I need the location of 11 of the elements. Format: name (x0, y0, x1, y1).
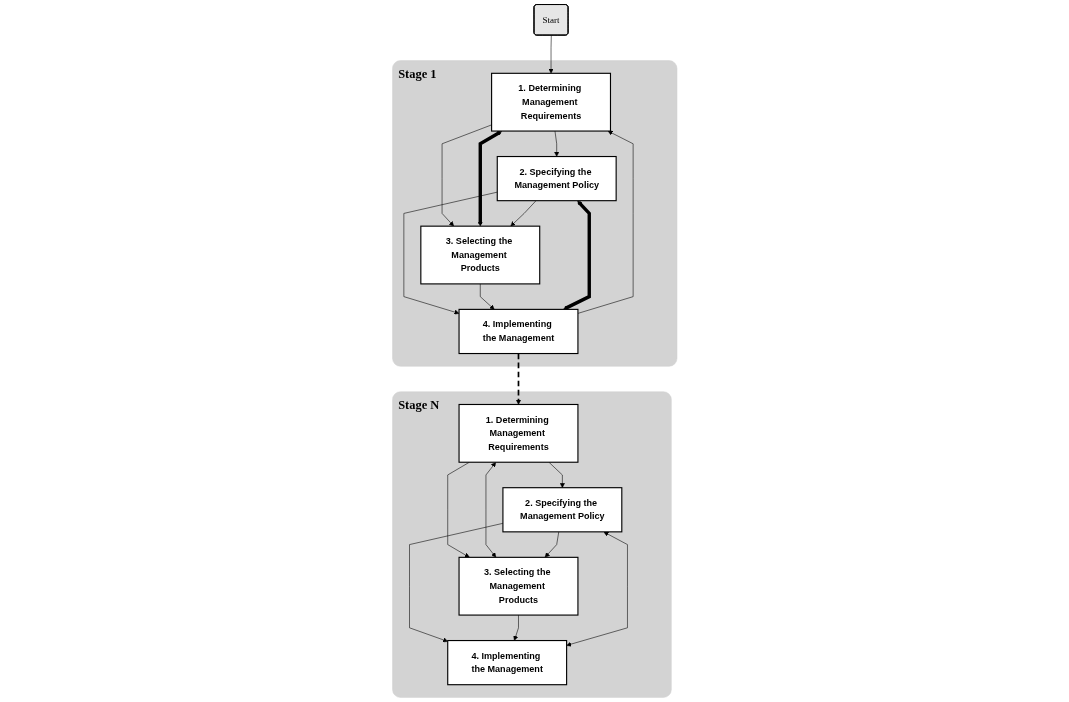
node-box: 3. Selecting the Management Products (420, 225, 540, 285)
node-box: 2. Specifying the Management Policy (502, 487, 623, 533)
node-box: 1. Determining Management Requirements (490, 72, 611, 132)
arrow (515, 352, 521, 405)
node-box: 3. Selecting the Management Products (458, 556, 579, 616)
node-box: 2. Specifying the Management Policy (496, 155, 617, 202)
arrow (477, 130, 502, 227)
node-box: 4. Implementing the Management (446, 640, 567, 686)
node-box: 4. Implementing the Management (458, 308, 579, 355)
node-box: 1. Determining Management Requirements (458, 403, 579, 463)
arrow (562, 200, 591, 310)
